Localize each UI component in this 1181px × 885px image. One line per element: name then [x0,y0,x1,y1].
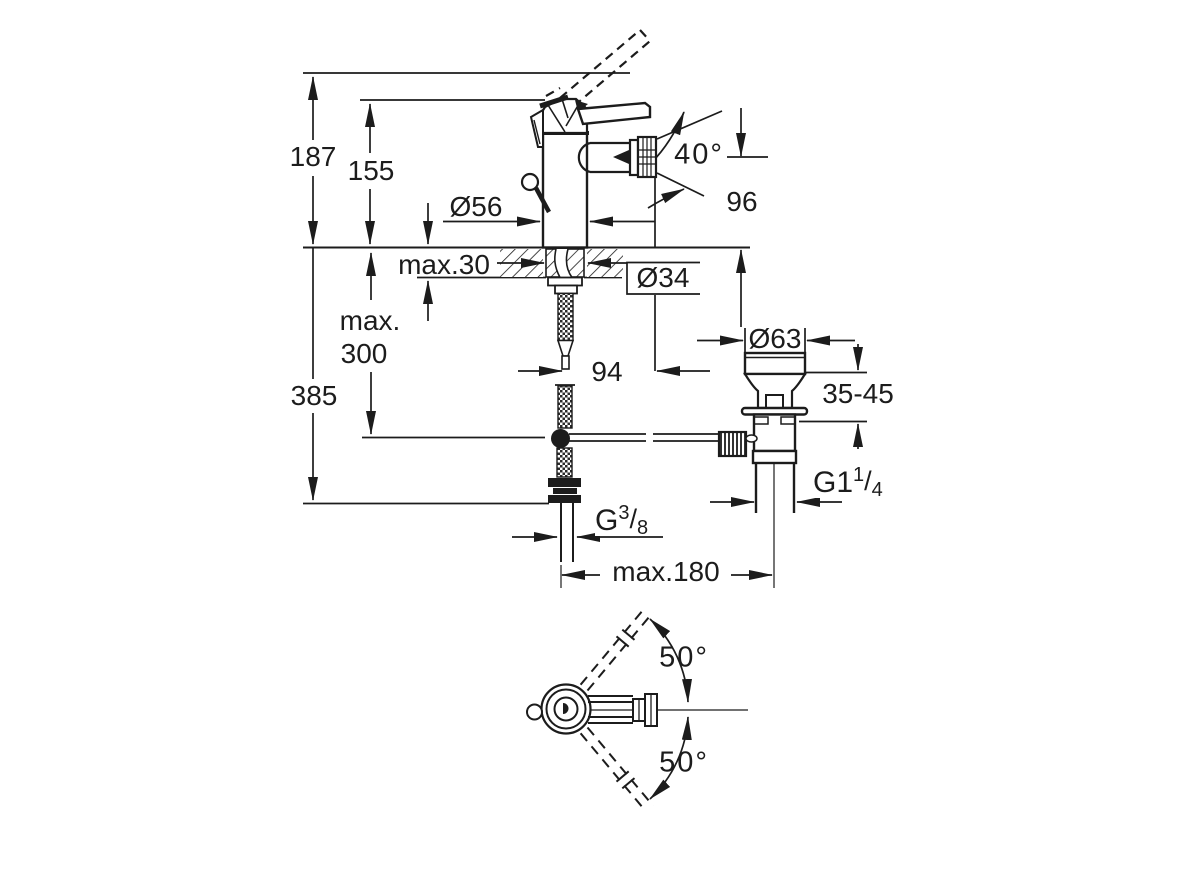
dim-40deg-label: 40° [674,138,724,171]
g38-sub: 8 [636,517,649,539]
dim-dia63-label: Ø63 [748,323,802,354]
dim-max30-label: max.30 [398,249,490,280]
dim-50deg-lower-label: 50° [659,746,709,779]
g114-sub: 4 [871,479,883,501]
g114-sup: 1 [853,464,865,486]
dim-187-label: 187 [287,141,339,172]
g38-base: G [595,504,619,537]
raised-lever-dashed [545,29,651,107]
popup-knob [520,172,540,192]
supply-hoses-and-rod [548,292,720,562]
dimension-lines [308,76,863,580]
dim-50deg-upper-label: 50° [659,641,709,674]
g38-sup: 3 [618,502,630,524]
dim-max300-label-line1: max. [337,305,403,336]
popup-waste-assembly [717,351,809,513]
g114-base: G1 [813,466,854,499]
flow-marker [613,150,629,164]
dim-g114-label: G11/4 [813,465,883,501]
spout [577,135,658,179]
swivel-positions-dashed [579,605,654,813]
dim-g38-label: G3/8 [595,503,649,539]
dim-dia56-label: Ø56 [449,191,503,222]
lever-handle [576,101,652,126]
faucet-side-view [520,29,720,562]
dim-max180-label: max.180 [612,556,720,587]
dim-max300-label-line2: 300 [338,338,390,369]
dim-385-label: 385 [288,380,340,411]
faucet-top-view [526,605,748,813]
popup-knob-top [526,703,543,721]
mounting-shank [545,248,585,295]
dim-94-label: 94 [591,356,623,387]
dim-3545-label: 35-45 [822,378,894,409]
swivel-ticks [615,628,636,790]
dim-dia34-label: Ø34 [636,262,690,293]
rod-ball-joint [551,429,570,448]
dim-96-label: 96 [726,186,758,217]
rod-clamp-nut [717,430,748,458]
g38-slash: / [629,504,637,534]
dim-155-label: 155 [345,155,397,186]
reference-lines [303,72,867,588]
g114-slash: / [864,466,872,496]
